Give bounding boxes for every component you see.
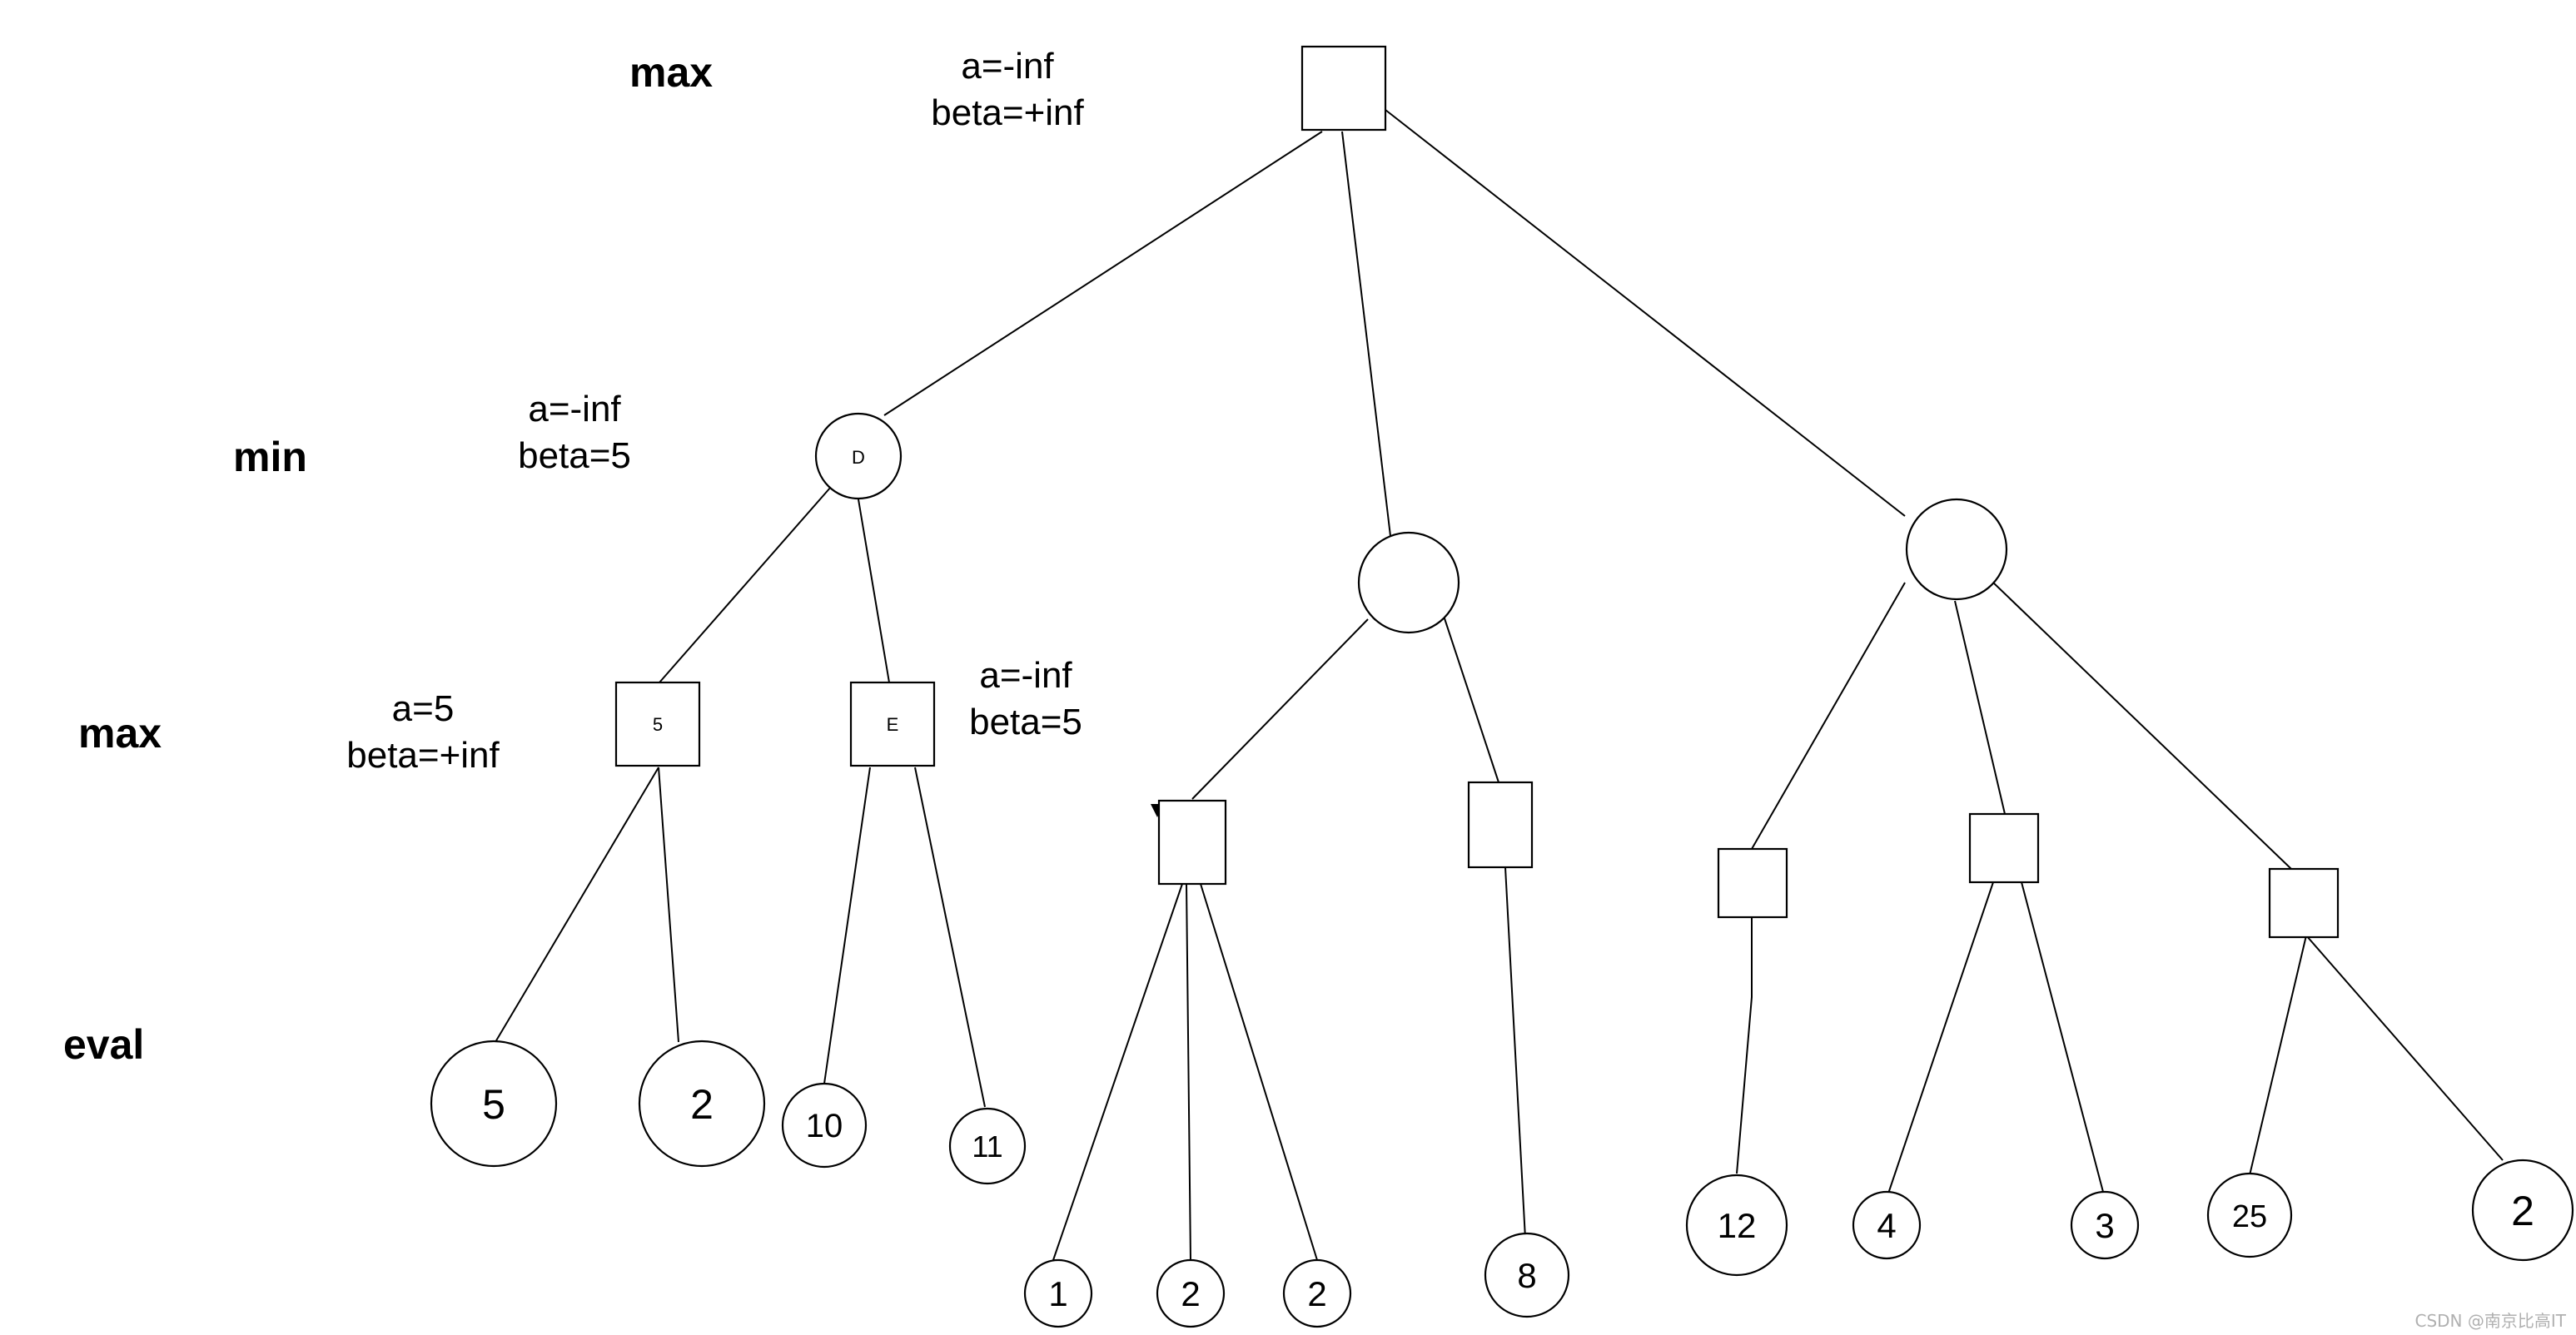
leaf-value: 2 [1307,1274,1326,1313]
edge-m1-leaf2a [1186,883,1191,1261]
leaf-node [1685,1174,1788,1277]
edge-root-b [1341,131,1391,537]
edge-m4-leaf3 [2021,881,2104,1193]
edge-m2-leaf8 [1504,866,1526,1239]
leaf-node [430,1040,558,1168]
leaf-node [1852,1190,1922,1260]
min-node-b [1357,531,1460,634]
leaf-node [1156,1258,1226,1328]
watermark: CSDN @南京比高IT [2415,1311,2567,1331]
leaf-node [781,1082,868,1169]
min-node-c [1905,498,2008,601]
edge-b-m2 [1443,615,1499,783]
edge-m5-leaf25 [2249,935,2307,1176]
internal-nodes: D 5 E [614,45,2340,939]
max-node-c3 [2268,867,2340,939]
max-node-5-label: 5 [653,714,663,735]
root-alpha: a=-inf [961,46,1054,87]
leaf-node [1023,1258,1093,1328]
edge-b-m1 [1191,618,1369,800]
edge-e-leaf11 [914,767,986,1108]
leaf-value: 1 [1048,1274,1067,1313]
edge-d-e [858,499,890,683]
level-label-min: min [233,434,307,480]
root-beta: beta=+inf [931,92,1084,133]
tree-edges [495,109,2504,1261]
edge-d-5 [659,486,832,683]
leaf-value: 25 [2232,1199,2267,1234]
edge-root-d [883,131,1323,416]
edge-m1-leaf2b [1200,883,1318,1261]
root-max-node [1300,45,1387,132]
edge-c-m3 [1751,582,1906,850]
node-d-beta: beta=5 [518,435,631,476]
leaf-node [948,1107,1027,1185]
level-label-eval: eval [63,1021,144,1068]
node-5-alpha: a=5 [392,688,455,729]
edge-root-c [1385,109,1906,517]
edge-5-leaf5 [495,767,659,1043]
leaf-value: 11 [972,1129,1002,1164]
max-node-c2 [1968,812,2040,884]
max-node-e [849,681,936,767]
level-label-max-top: max [629,49,713,96]
edge-c-m5 [1991,580,2292,870]
leaf-value: 8 [1517,1256,1536,1295]
max-node-b1 [1157,799,1227,886]
node-e-alpha: a=-inf [979,655,1072,696]
max-node-5 [614,681,701,767]
edge-m5-leaf2c [2305,935,2504,1161]
node-d-alpha: a=-inf [528,389,621,429]
leaf-value: 2 [1181,1274,1200,1313]
leaf-value: 4 [1877,1206,1896,1245]
edge-e-leaf10 [823,767,871,1084]
leaf-value: 12 [1718,1206,1757,1245]
leaf-node [2206,1172,2293,1258]
max-node-e-label: E [887,714,899,735]
min-node-d [814,412,903,500]
alpha-beta-annotations: a=-inf beta=+inf a=-inf beta=5 a=5 beta=… [346,46,1084,776]
edge-c-m4 [1954,600,2006,815]
leaf-node [2070,1190,2140,1260]
edge-m1-leaf1 [1052,883,1183,1261]
leaf-value: 5 [482,1081,505,1128]
node-5-beta: beta=+inf [346,735,500,776]
leaf-node [638,1040,766,1168]
max-node-b2 [1467,781,1534,869]
leaf-value: 10 [806,1108,843,1144]
leaf-node [1484,1232,1570,1318]
edge-5-leaf2 [658,767,679,1043]
max-node-c1 [1717,847,1788,919]
eval-leaves: 5 2 10 11 1 2 2 8 12 4 3 25 2 [430,1040,2574,1328]
edge-m4-leaf4 [1887,881,1994,1194]
leaf-value: 2 [690,1081,714,1128]
min-node-d-label: D [852,447,865,468]
leaf-value: 3 [2095,1206,2114,1245]
leaf-node [2471,1159,2574,1262]
node-e-beta: beta=5 [969,702,1082,742]
leaf-value: 2 [2511,1188,2534,1234]
level-labels: max min max eval [63,49,713,1068]
edge-m3-leaf12 [1736,916,1753,1174]
leaf-node [1282,1258,1352,1328]
level-label-max: max [78,710,162,757]
